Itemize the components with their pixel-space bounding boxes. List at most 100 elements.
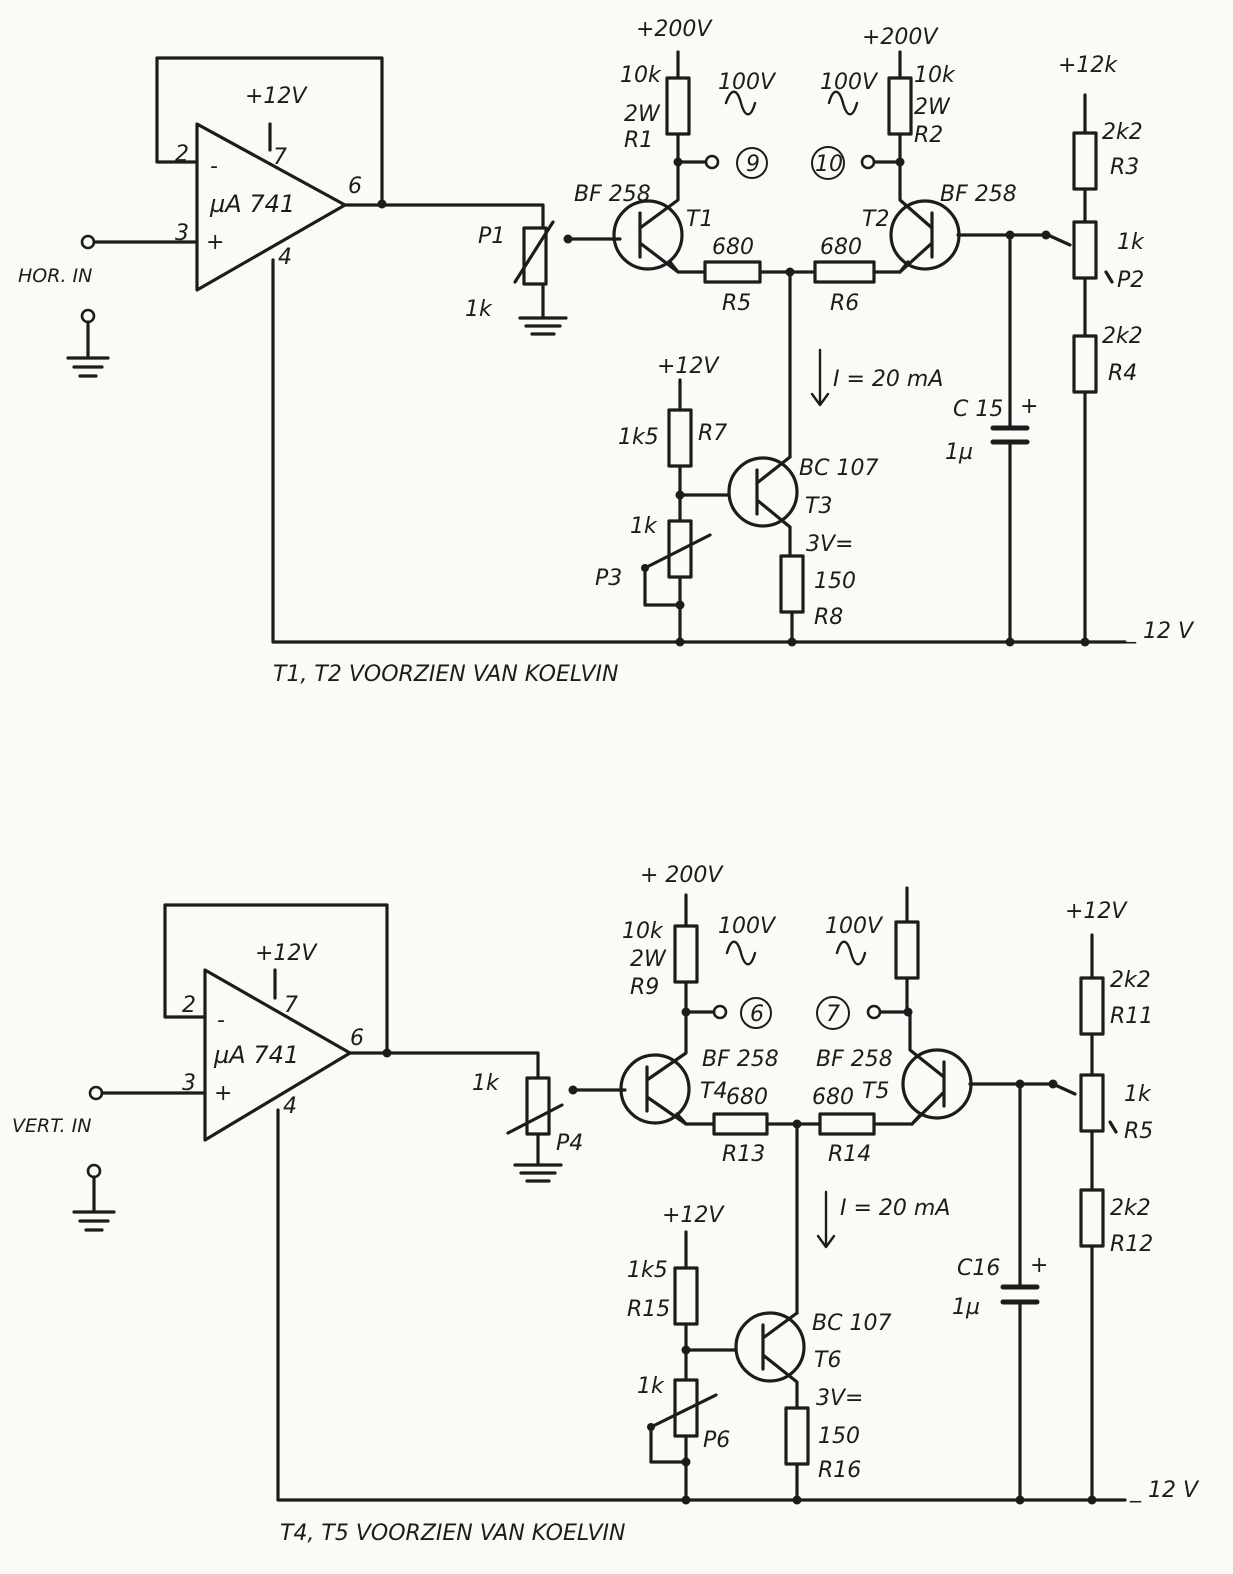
top-current: I = 20 mA xyxy=(833,367,943,392)
top-output-node xyxy=(377,199,387,209)
bottom-p4-wiper-node xyxy=(568,1085,578,1095)
bottom-r12-label: R12 xyxy=(1110,1232,1153,1257)
bottom-pin-7: 7 xyxy=(284,993,298,1018)
top-pin-7: 7 xyxy=(273,145,287,170)
bottom-p6-node xyxy=(681,1457,691,1467)
top-r8-value: 150 xyxy=(814,569,856,594)
bottom-p4-label: P4 xyxy=(556,1131,583,1156)
bottom-pin-3: 3 xyxy=(182,1071,196,1096)
bottom-neg-rail-wire xyxy=(276,1108,1127,1502)
bottom-r5-wiper-node xyxy=(1048,1079,1058,1089)
bottom-current: I = 20 mA xyxy=(840,1196,950,1221)
top-r2-value: 10k xyxy=(914,63,956,88)
top-swing-right: 100V xyxy=(820,70,879,95)
top-t2-symbol xyxy=(889,199,961,271)
bottom-c16-plates xyxy=(1000,1284,1040,1305)
bottom-p4-value: 1k xyxy=(472,1071,500,1096)
bottom-output-node xyxy=(382,1048,392,1058)
top-r7-value: 1k5 xyxy=(618,425,659,450)
bottom-r15-label: R15 xyxy=(627,1297,670,1322)
bottom-rail-node xyxy=(1087,1495,1097,1505)
top-p2-body xyxy=(1072,220,1098,280)
bottom-labels: +12V 2 - 7 µA 741 6 3 + 4 VERT. IN 1k P4… xyxy=(12,863,1200,1546)
bottom-r13-value: 680 xyxy=(726,1085,768,1110)
bottom-rail-node xyxy=(681,1495,691,1505)
top-c15-label: C 15 xyxy=(953,397,1003,422)
bottom-r15-supply: +12V xyxy=(662,1203,725,1228)
bottom-wave-left-icon xyxy=(725,940,757,966)
top-input-label: HOR. IN xyxy=(18,265,92,287)
bottom-current-arrow-icon xyxy=(816,1190,836,1249)
bottom-c16-plus: + xyxy=(1030,1253,1048,1278)
top-out9-terminal xyxy=(704,154,720,170)
top-p2-label: P2 xyxy=(1117,268,1144,293)
top-pin-2: 2 xyxy=(175,142,189,167)
bottom-pin-6: 6 xyxy=(350,1026,364,1051)
bottom-emitter-voltage: 3V= xyxy=(816,1386,863,1411)
bottom-r9-value: 10k xyxy=(622,919,664,944)
bottom-t6-label: T6 xyxy=(814,1348,841,1373)
top-r6-body xyxy=(813,260,876,284)
bottom-r13-body xyxy=(712,1112,769,1136)
bottom-r9-power: 2W xyxy=(630,947,667,972)
top-out-left: 9 xyxy=(746,152,760,177)
bottom-t6-symbol xyxy=(734,1311,806,1383)
top-rail-node xyxy=(1005,637,1015,647)
top-p3-value: 1k xyxy=(630,514,658,539)
bottom-r5-label: R5 xyxy=(1124,1119,1153,1144)
bottom-rail-node xyxy=(792,1495,802,1505)
top-r1-label: R1 xyxy=(624,128,653,153)
bottom-r15-body xyxy=(673,1266,699,1326)
bottom-t6-leads xyxy=(761,1311,799,1410)
top-p2-wiper-node xyxy=(1041,230,1051,240)
bottom-t5-leads xyxy=(908,1010,946,1126)
top-r7-supply: +12V xyxy=(657,354,720,379)
bottom-t4-label: T4 xyxy=(700,1079,727,1104)
bottom-r5-arrow xyxy=(1108,1120,1118,1134)
top-t3-leads xyxy=(755,455,792,558)
bottom-r14-value: 680 xyxy=(812,1085,854,1110)
top-r2-label: R2 xyxy=(914,123,943,148)
bottom-out-right: 7 xyxy=(826,1002,840,1027)
top-opamp-output-wire xyxy=(343,203,545,230)
bottom-p6-wiper xyxy=(649,1393,718,1464)
top-swing-left: 100V xyxy=(718,70,777,95)
top-r1-power: 2W xyxy=(624,102,661,127)
top-p3-label: P3 xyxy=(595,566,622,591)
top-t2-leads xyxy=(898,163,934,274)
bottom-p4-body xyxy=(525,1076,551,1136)
top-circuit xyxy=(66,50,1127,647)
top-p1-wiper-node xyxy=(563,234,573,244)
bottom-neg-supply: _ 12 V xyxy=(1129,1478,1200,1503)
bottom-r14-body xyxy=(818,1112,876,1136)
top-r5-label: R5 xyxy=(722,291,751,316)
top-t1-type: BF 258 xyxy=(574,182,651,207)
top-note: T1, T2 VOORZIEN VAN KOELVIN xyxy=(273,662,619,687)
top-r2-power: 2W xyxy=(914,95,951,120)
top-emitter-voltage: 3V= xyxy=(806,532,853,557)
top-input-ground-terminal xyxy=(80,308,96,324)
top-r3-value: 2k2 xyxy=(1102,120,1143,145)
bottom-r11-value: 2k2 xyxy=(1110,968,1151,993)
top-pin-6: 6 xyxy=(348,174,362,199)
bottom-p6-wiper-node xyxy=(647,1423,655,1431)
bottom-circuit xyxy=(72,886,1127,1505)
top-r4-label: R4 xyxy=(1108,361,1137,386)
top-t3-symbol xyxy=(727,456,799,528)
top-input-terminal xyxy=(80,234,96,250)
top-current-arrow-icon xyxy=(810,348,830,407)
top-labels: +12V 2 - 7 µA 741 6 3 + 4 HOR. IN P1 1k … xyxy=(18,17,1195,687)
bottom-p6-value: 1k xyxy=(637,1374,665,1399)
top-r1-value: 10k xyxy=(620,63,662,88)
bottom-supply-far-right: +12V xyxy=(1065,899,1128,924)
top-rail-node xyxy=(675,637,685,647)
bottom-opamp-label: µA 741 xyxy=(213,1041,299,1069)
bottom-r12-value: 2k2 xyxy=(1110,1196,1151,1221)
bottom-plus: + xyxy=(214,1081,232,1106)
bottom-out7-terminal xyxy=(866,1004,882,1020)
bottom-c16-value: 1µ xyxy=(952,1295,980,1320)
top-c15-value: 1µ xyxy=(945,440,973,465)
top-wave-left-icon xyxy=(724,90,757,116)
